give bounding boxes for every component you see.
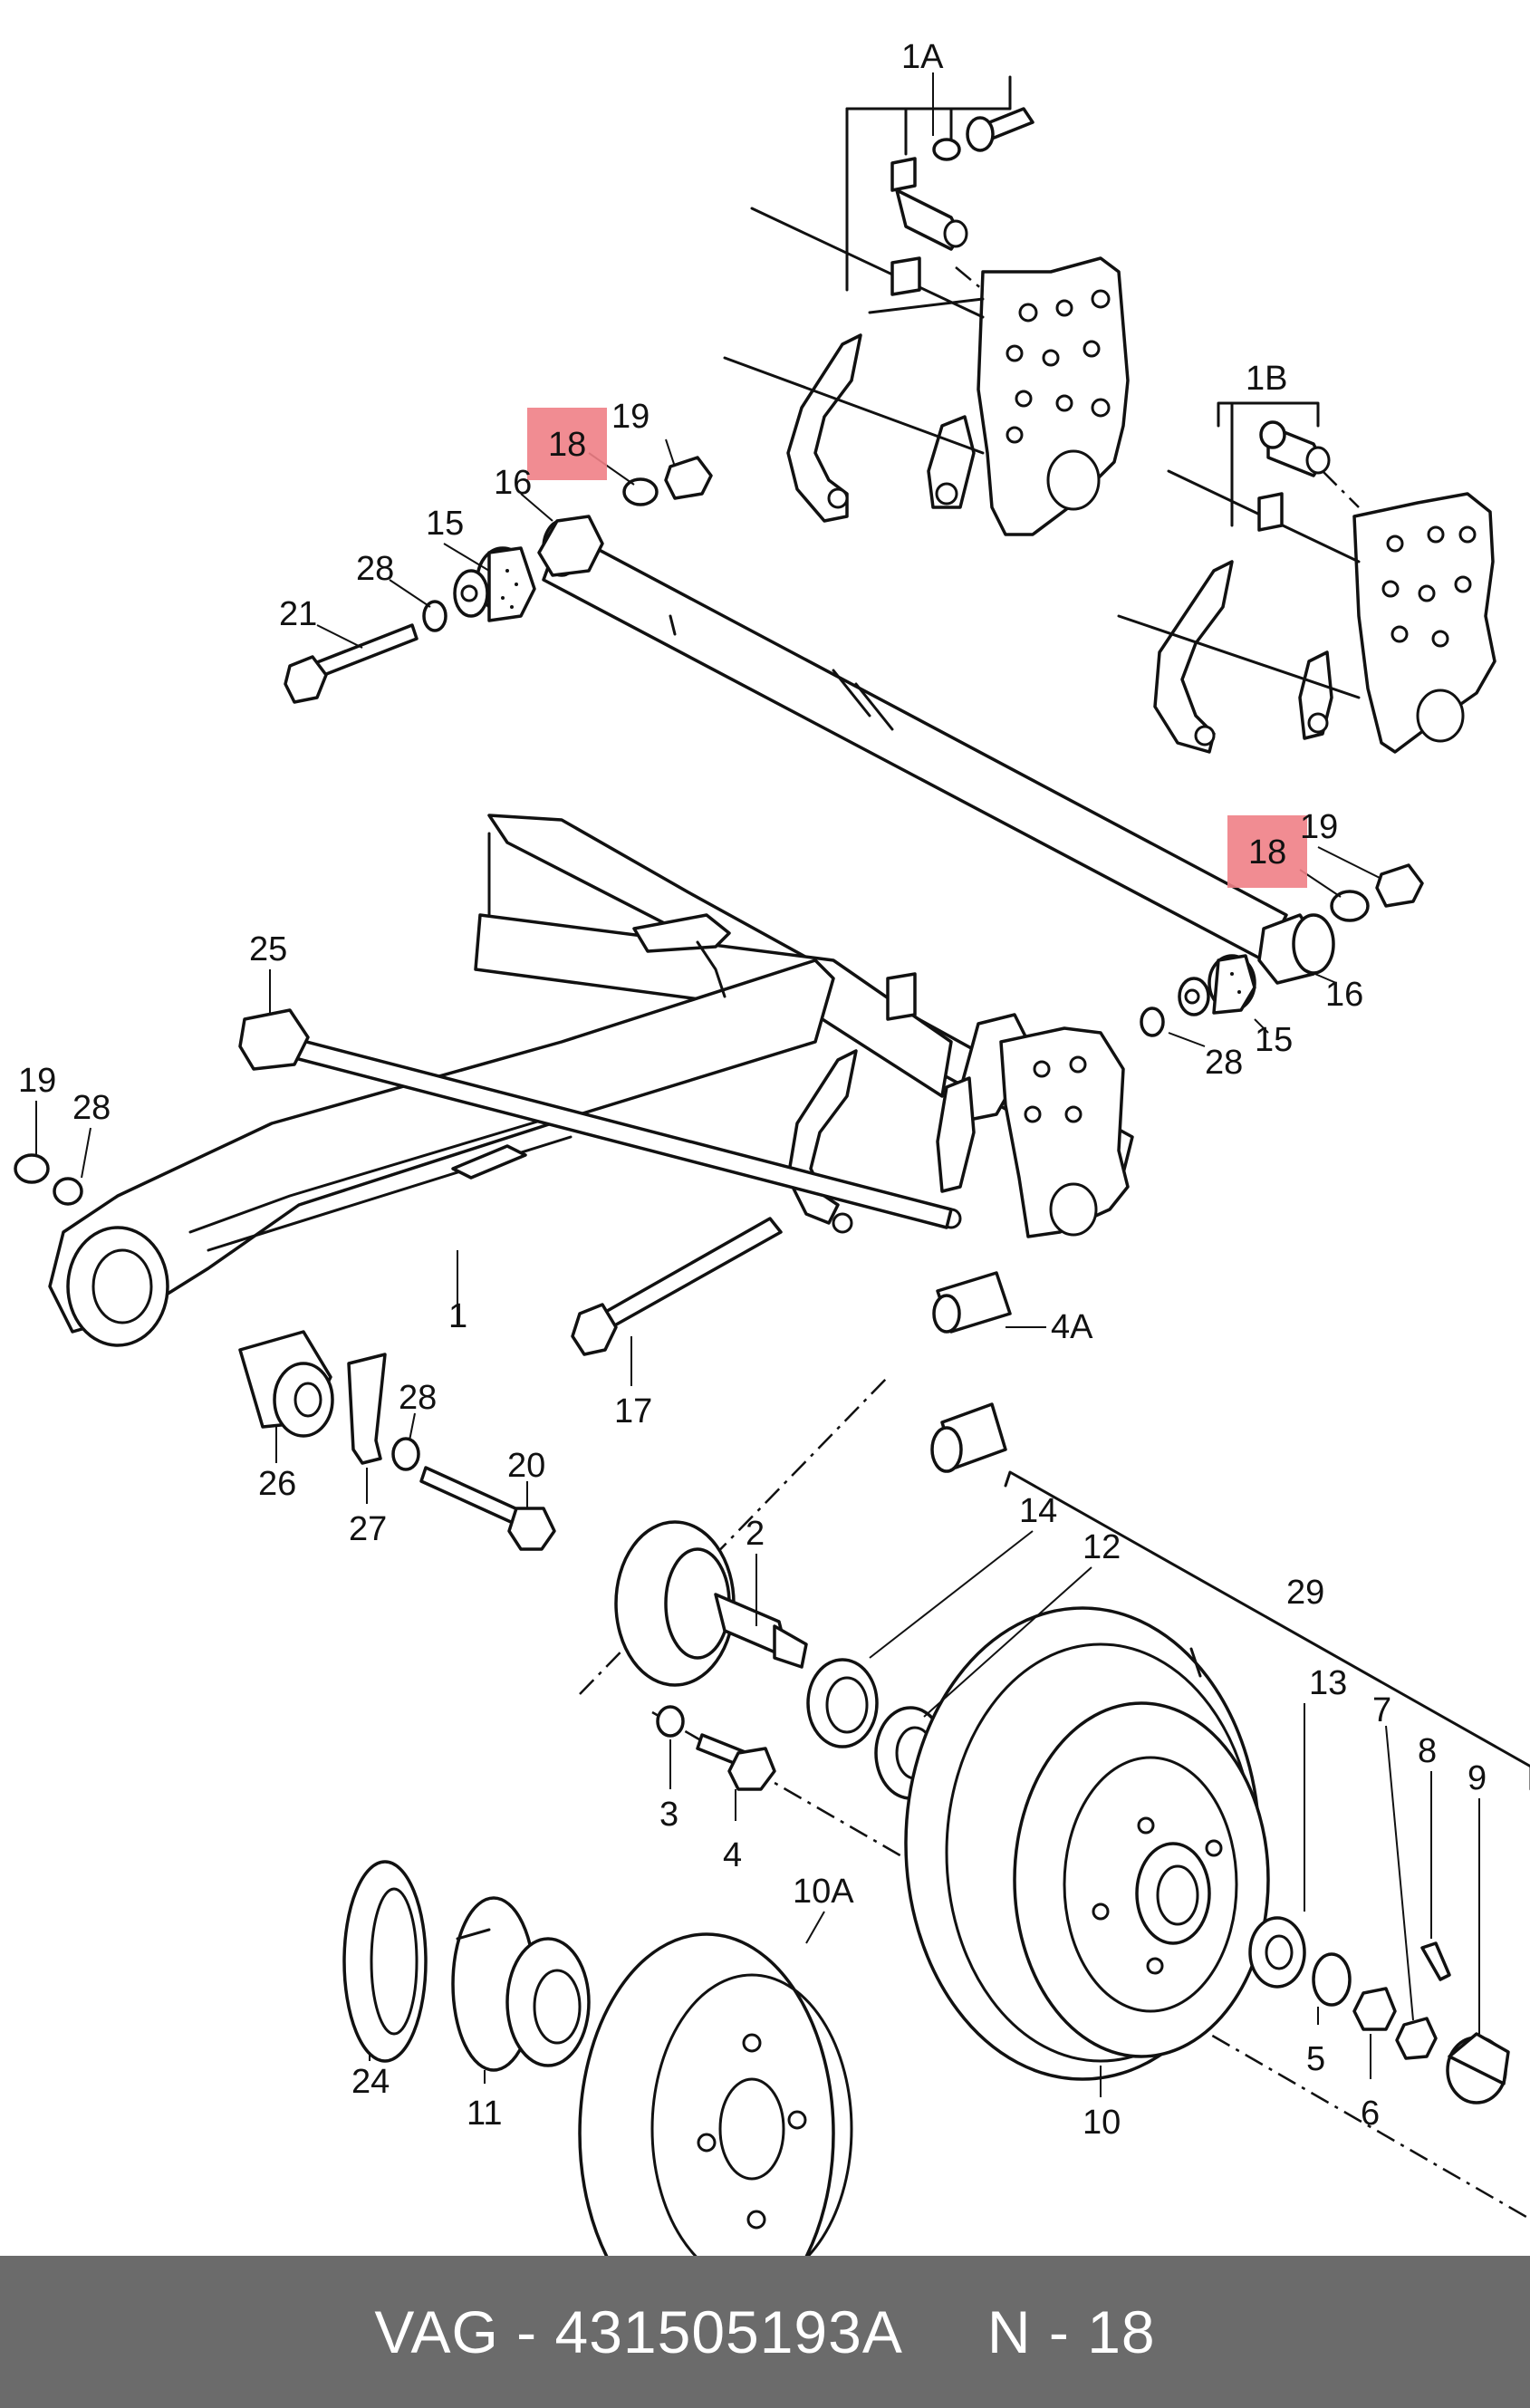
- bolt-4: [696, 1733, 776, 1791]
- label-15-top: 15: [426, 505, 464, 543]
- washer-18-right: [1330, 890, 1370, 922]
- label-21: 21: [279, 595, 317, 633]
- label-15-right: 15: [1255, 1021, 1293, 1059]
- axle-tube-assembly: [537, 515, 1335, 985]
- label-19-right: 19: [1300, 808, 1338, 846]
- label-8: 8: [1418, 1732, 1437, 1770]
- bracket-1b: [1117, 401, 1496, 754]
- washer-28-right: [1140, 1007, 1165, 1037]
- label-20: 20: [507, 1447, 545, 1485]
- label-1: 1: [448, 1297, 467, 1335]
- label-2: 2: [746, 1515, 765, 1553]
- label-16-top: 16: [494, 464, 532, 502]
- label-13: 13: [1309, 1664, 1347, 1702]
- label-29: 29: [1286, 1574, 1324, 1612]
- label-27: 27: [349, 1510, 387, 1548]
- label-12: 12: [1083, 1528, 1121, 1566]
- leader-lines: [35, 72, 1480, 2097]
- label-7: 7: [1372, 1691, 1391, 1729]
- label-14: 14: [1019, 1492, 1057, 1530]
- rear-axle-exploded-diagram: 1A 1B 19 18 16 15 28 21 18 19 16 15 28 2…: [14, 38, 1530, 2256]
- part-number-footer: VAG - 431505193A N - 18: [0, 2256, 1530, 2408]
- label-10: 10: [1083, 2104, 1121, 2142]
- washer-28-lower: [391, 1437, 420, 1471]
- label-10a: 10A: [793, 1873, 854, 1911]
- hub-11: [451, 1896, 591, 2072]
- nut-19-left: [14, 1153, 50, 1184]
- part-labels: 1A 1B 19 18 16 15 28 21 18 19 16 15 28 2…: [18, 38, 1487, 2142]
- bolt-20: [419, 1466, 556, 1551]
- stub-axle-2: [614, 1520, 808, 1687]
- bearing-13: [1248, 1916, 1306, 1989]
- label-1a: 1A: [901, 38, 944, 76]
- label-6: 6: [1361, 2095, 1380, 2133]
- label-4a: 4A: [1051, 1308, 1093, 1346]
- bracket-27: [347, 1353, 387, 1465]
- washer-5: [1312, 1952, 1352, 2007]
- bushing-26: [238, 1330, 334, 1438]
- label-19-left: 19: [18, 1062, 56, 1100]
- label-3: 3: [659, 1796, 678, 1834]
- label-11: 11: [467, 2095, 502, 2133]
- bracket-1a: [723, 75, 1130, 536]
- part-number-text: VAG - 431505193A N - 18: [374, 2298, 1156, 2365]
- label-28-right: 28: [1205, 1044, 1243, 1082]
- label-28-left: 28: [72, 1089, 111, 1127]
- long-bolt-17: [571, 1217, 783, 1356]
- washer-3: [656, 1705, 685, 1738]
- label-19-top: 19: [611, 398, 650, 436]
- washer-18-top: [622, 477, 659, 506]
- label-5: 5: [1306, 2040, 1325, 2078]
- cap-9: [1446, 2032, 1510, 2105]
- lock-ring-7: [1395, 2017, 1438, 2060]
- highlight-18-right: [1227, 815, 1307, 888]
- label-24: 24: [351, 2063, 390, 2101]
- centerline-upper: [579, 1376, 889, 1695]
- nut-19-top: [664, 456, 713, 500]
- label-18-right: 18: [1248, 833, 1286, 872]
- bushing-15-top: [453, 546, 536, 622]
- label-16-right: 16: [1325, 976, 1363, 1014]
- nut-6: [1352, 1987, 1397, 2031]
- seal-14: [806, 1658, 879, 1748]
- bushing-4a: [930, 1271, 1012, 1473]
- label-1b: 1B: [1246, 360, 1287, 398]
- label-28-lower: 28: [399, 1379, 437, 1417]
- label-26: 26: [258, 1465, 296, 1503]
- cotter-pin-8: [1420, 1941, 1451, 1981]
- bushing-15-right: [1178, 954, 1256, 1016]
- bracket-29: [1004, 1470, 1530, 1791]
- label-17: 17: [614, 1392, 652, 1430]
- label-18-top: 18: [548, 426, 586, 464]
- highlight-18-top: [527, 408, 607, 480]
- axle-beam: [48, 814, 1134, 1347]
- washer-28-left: [53, 1177, 83, 1206]
- label-4: 4: [723, 1836, 742, 1874]
- label-25: 25: [249, 930, 287, 968]
- bolt-21: [284, 623, 419, 704]
- seal-24: [342, 1860, 428, 2063]
- label-28-top: 28: [356, 550, 394, 588]
- tie-rod-25: [238, 1008, 953, 1229]
- brake-disc-10a: [578, 1932, 853, 2256]
- washer-28-top: [422, 600, 447, 632]
- nut-19-right: [1375, 863, 1424, 908]
- label-9: 9: [1467, 1759, 1487, 1797]
- brake-drum-10: [904, 1606, 1270, 2081]
